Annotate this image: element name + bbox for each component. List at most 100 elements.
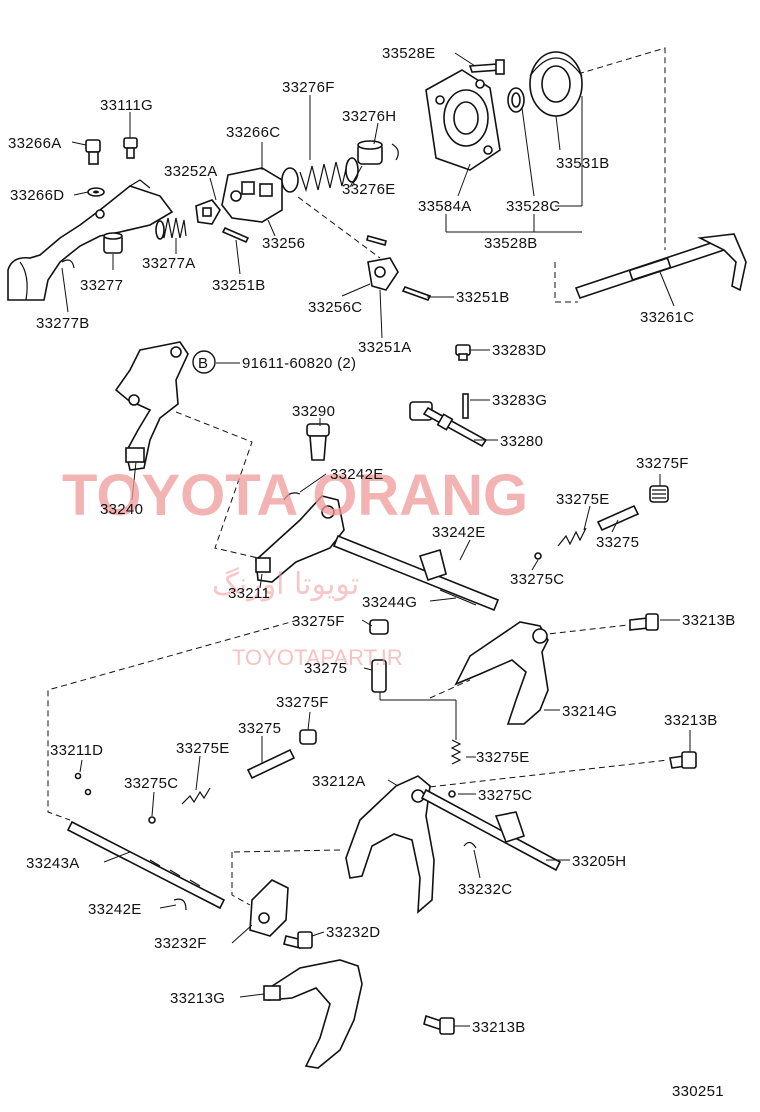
plug-33275F-lower-drawing (299, 729, 317, 745)
snap-ring-33276H-drawing (391, 143, 399, 161)
ring-33232C-drawing (463, 841, 477, 849)
watermark-site: TOYOTAPART.IR (232, 645, 403, 670)
label-33275E-middle: 33275E (476, 749, 530, 766)
label-33275C-lower: 33275C (124, 775, 178, 792)
bolt-callout-circle (192, 350, 216, 374)
pin-33283G-drawing (462, 393, 469, 419)
shaft-33290-drawing (306, 423, 330, 461)
pins-33211D-drawing (74, 772, 92, 796)
label-33266D: 33266D (10, 187, 64, 204)
label-33211D: 33211D (50, 742, 103, 759)
label-33275-lower: 33275 (238, 720, 281, 737)
spring-33276F-drawing (281, 157, 359, 193)
watermark-arabic: تویوتا اورنگ (212, 567, 359, 602)
cover-33531B-drawing (529, 51, 583, 117)
watermark-title: TOYOTA ORANG (62, 463, 528, 528)
label-33276E: 33276E (342, 181, 396, 198)
spring-33275E-lower-drawing (181, 787, 211, 805)
label-33232D: 33232D (326, 924, 380, 941)
label-33266A: 33266A (8, 135, 62, 152)
bolt-callout-letter: B (198, 355, 208, 372)
pin-33275-upper-drawing (596, 504, 640, 532)
plug-33266A-drawing (85, 139, 101, 165)
label-33205H: 33205H (572, 853, 626, 870)
plug-33275F-upper-drawing (649, 485, 669, 503)
bolt-33213B-middle-drawing (669, 751, 697, 769)
label-33256: 33256 (262, 235, 305, 252)
ball-33275C-right-drawing (448, 790, 456, 798)
label-33275E-upper: 33275E (556, 491, 610, 508)
label-33283G: 33283G (492, 392, 547, 409)
rail-33243A-drawing (66, 820, 226, 910)
yoke-33256C-drawing (367, 257, 399, 291)
part-labels: 33528E 33111G 33276F 33276H 33266A 33266… (8, 45, 736, 1100)
pin-33251B-right-drawing (401, 286, 432, 301)
selector-33266C-drawing (221, 167, 283, 223)
label-bolt-ref: 91611-60820 (2) (242, 355, 356, 372)
label-33213B-upper: 33213B (682, 612, 736, 629)
label-33275C-upper: 33275C (510, 571, 564, 588)
label-33266C: 33266C (226, 124, 280, 141)
rail-33205H-drawing (420, 788, 562, 872)
label-33213B-middle: 33213B (664, 712, 718, 729)
label-33261C: 33261C (640, 309, 694, 326)
block-33232F-drawing (249, 879, 289, 937)
bushing-33277-drawing (103, 232, 123, 254)
bolt-33213B-lower-drawing (423, 1014, 455, 1035)
label-33211: 33211 (228, 585, 270, 602)
label-33275F-middle: 33275F (292, 613, 345, 630)
ring-33242E-upper-drawing (283, 492, 301, 501)
label-33275F-lower: 33275F (276, 694, 329, 711)
leader-lines (61, 52, 691, 1027)
label-33232F: 33232F (154, 935, 207, 952)
label-33528C: 33528C (506, 198, 560, 215)
bearing-retainer-33584A-drawing (425, 69, 501, 171)
rail-33244G-drawing (332, 534, 500, 612)
label-33276H: 33276H (342, 108, 396, 125)
extension-housing-drawing (7, 179, 174, 301)
label-33277A: 33277A (142, 255, 196, 272)
spring-33277A-drawing (155, 217, 187, 240)
fork-33213G-drawing (263, 959, 363, 1069)
ball-33275C-lower-drawing (148, 816, 156, 824)
pin-33275-middle-drawing (371, 659, 387, 693)
label-33111G: 33111G (100, 97, 153, 114)
label-33280: 33280 (500, 433, 543, 450)
spring-33275E-middle-drawing (450, 739, 462, 765)
label-33528E: 33528E (382, 45, 436, 62)
sleeve-33276E-drawing (357, 140, 383, 165)
label-33290: 33290 (292, 403, 335, 420)
label-33251A: 33251A (358, 339, 412, 356)
ball-33275C-upper-drawing (534, 552, 542, 560)
label-33242E-upper: 33242E (330, 466, 384, 483)
bolt-33232D-drawing (283, 931, 313, 949)
label-33584A: 33584A (418, 198, 472, 215)
breather-33111G-drawing (123, 137, 138, 159)
label-33251B-left: 33251B (212, 277, 266, 294)
label-33243A: 33243A (26, 855, 80, 872)
block-33252A-drawing (195, 199, 221, 225)
assembly-dashed-lines (47, 47, 669, 906)
pin-33275-lower-drawing (246, 748, 296, 780)
lever-33240-drawing (114, 341, 189, 471)
label-33252A: 33252A (164, 163, 218, 180)
label-33244G: 33244G (362, 594, 417, 611)
bolt-33528E-drawing (468, 59, 505, 75)
shaft-33261C-drawing (574, 233, 747, 299)
label-33256C: 33256C (308, 299, 362, 316)
label-33276F: 33276F (282, 79, 335, 96)
label-33214G: 33214G (562, 703, 617, 720)
bolt-callout: B (192, 350, 216, 374)
label-33213B-lower: 33213B (472, 1019, 526, 1036)
fork-33214G-drawing (454, 621, 549, 725)
label-33531B: 33531B (556, 155, 610, 172)
clip-33277B-drawing (61, 259, 75, 269)
plug-33275F-middle-drawing (369, 619, 389, 635)
label-33275C-right: 33275C (478, 787, 532, 804)
label-33213G: 33213G (170, 990, 225, 1007)
shaft-33280-drawing (409, 401, 488, 448)
label-33283D: 33283D (492, 342, 546, 359)
ring-33528C-drawing (507, 87, 525, 113)
bolt-33213B-upper-drawing (629, 613, 659, 631)
